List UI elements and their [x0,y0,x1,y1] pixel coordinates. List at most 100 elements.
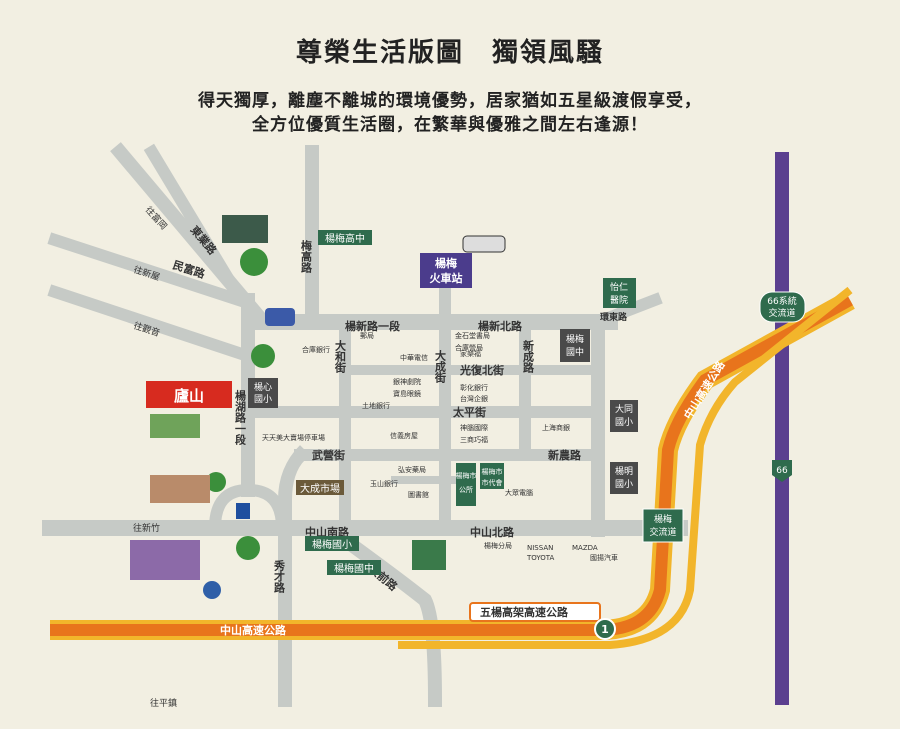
label-yanghu: 楊湖路一段 [234,389,247,446]
page-title: 尊榮生活版圖 獨領風騷 [295,38,604,68]
road-loop [208,483,289,535]
route1-label: 1 [601,623,609,636]
shop-nissan: NISSAN [527,544,553,552]
shop-tushu: 圖書館 [408,490,429,499]
yangxin-elem-1: 楊心 [254,382,272,393]
city-office-1: 楊梅市 [482,467,503,476]
green-signs: 怡仁 醫院 楊梅高中 楊梅國小 楊梅國中 楊梅市 公所 楊梅市 市代會 楊梅 交… [305,230,806,575]
shop-yinshi: 銀神劇院 [393,377,421,386]
station-line1: 楊梅 [435,256,457,270]
road-diag-north [143,143,244,299]
yiren-1: 怡仁 [610,281,628,293]
lushan-label: 廬山 [174,387,204,405]
shop-zhonghua: 中華電信 [400,353,428,362]
jct66-2: 交流道 [768,307,795,319]
illustrations [130,215,446,599]
shop-tianyi: 天天美大賣場停車場 [262,433,325,442]
label-guangfu-north: 光復北街 [459,363,504,377]
yangmei-high: 楊梅高中 [325,232,365,245]
shop-huade: 合庫營局 [455,343,483,352]
label-xiucai: 秀才路 [273,559,287,594]
tree-icon [206,472,226,492]
shop-hexing: 合庫銀行 [302,345,330,354]
label-meigao: 梅高路 [300,239,313,274]
jct66-sign[interactable] [759,291,806,323]
yangmei-elem: 楊梅國小 [312,538,352,551]
label-huandong: 環東路 [600,311,628,323]
station-line2: 火車站 [430,271,463,285]
jct66-1: 66系統 [767,295,796,307]
shop-guoyang: 國揚汽車 [590,553,618,562]
shop-toyota: TOYOTA [526,554,555,562]
yangmei-junior-1: 楊梅 [566,333,584,345]
dacheng-market-sign[interactable] [296,480,344,495]
label-freeway: 中山高速公路 [220,623,287,637]
shop-xinmei: 信義房屋 [390,431,418,440]
label-zhongshan-north: 中山北路 [470,525,515,539]
five-yang-label-box [469,602,601,622]
yangmei-junior-2: 國中 [566,346,584,358]
shop-dazhong: 大眾電腦 [505,488,533,497]
lushan-sign[interactable] [146,381,232,408]
road-xiucai [278,445,310,707]
yangmei-junior-south: 楊梅國中 [334,562,374,575]
label-xincheng: 新成路 [522,339,535,374]
police-icon [236,503,250,519]
shop-yuyi: 郵局 [360,331,374,340]
shop-baoli: 寶島眼鏡 [393,389,421,398]
train-icon [462,235,506,253]
dacheng-market: 大成市場 [300,482,340,495]
shop-sanshang: 三商巧福 [460,435,488,444]
shop-taiwanbank: 台灣企銀 [460,394,488,403]
local-roads [42,142,688,708]
yangmei-junior-south-sign[interactable] [327,560,381,575]
datong-sign[interactable] [610,400,638,432]
subtitle-line-2: 全方位優質生活圈，在繁華與優雅之間左右逢源！ [252,115,648,135]
route1-shield [594,618,616,640]
tree-icon [240,248,268,276]
crowd-icon [130,540,200,580]
route66-label: 66 [776,466,788,476]
city-hall-sign[interactable] [456,463,476,506]
yangming-sign[interactable] [610,462,638,494]
yangmei-elem-sign[interactable] [305,536,359,551]
yangmei-high-sign[interactable] [318,230,372,245]
five-yang-expressway [398,286,853,649]
city-hall-1: 楊梅市 [456,471,477,480]
shop-jinjing: 金石堂書局 [455,331,490,340]
park-house-icon [150,414,200,438]
shop-hongan: 弘安藥局 [398,465,426,474]
golfer-icon [203,581,221,599]
label-yangxin-north: 楊新北路 [478,319,523,333]
shop-jiaojia: 家樂福 [460,349,481,358]
city-office-sign[interactable] [480,463,504,489]
yiren-2: 醫院 [610,294,628,306]
subtitle-line-1: 得天獨厚，離塵不離城的環境優勢，居家猶如五星級渡假享受， [198,91,702,111]
school-signs: 楊心 國小 楊梅 國中 大同 國小 楊明 國小 [248,329,638,494]
station-sign[interactable] [420,253,472,288]
label-wuying: 武營街 [312,448,345,462]
shop-landbank: 土地銀行 [362,401,390,410]
yangxin-elem-sign[interactable] [248,378,278,408]
label-taiping: 太平街 [452,405,486,419]
students-icon [412,540,446,570]
shop-zhangbank: 彰化銀行 [460,383,488,392]
shop-yushan: 玉山銀行 [370,479,398,488]
yangmei-ic-sign[interactable] [642,508,684,543]
church-icon [222,215,268,243]
label-five-yang: 五楊高架高速公路 [480,605,569,619]
yangming-2: 國小 [615,479,633,490]
label-yangxin-road: 楊新路一段 [345,319,400,333]
dir-pingzhen: 往平鎮 [150,697,177,709]
village-icon [150,475,210,503]
tree-icon [251,344,275,368]
yiren-hospital-sign[interactable] [603,278,636,308]
dir-xinzhu: 往新竹 [133,522,160,534]
shop-jiangxian: 楊梅分局 [484,541,512,550]
city-hall-2: 公所 [459,485,473,494]
road-huandong [590,292,663,330]
tree-icon [236,536,260,560]
datong-1: 大同 [615,403,633,415]
yangmei-junior-sign[interactable] [560,329,590,362]
